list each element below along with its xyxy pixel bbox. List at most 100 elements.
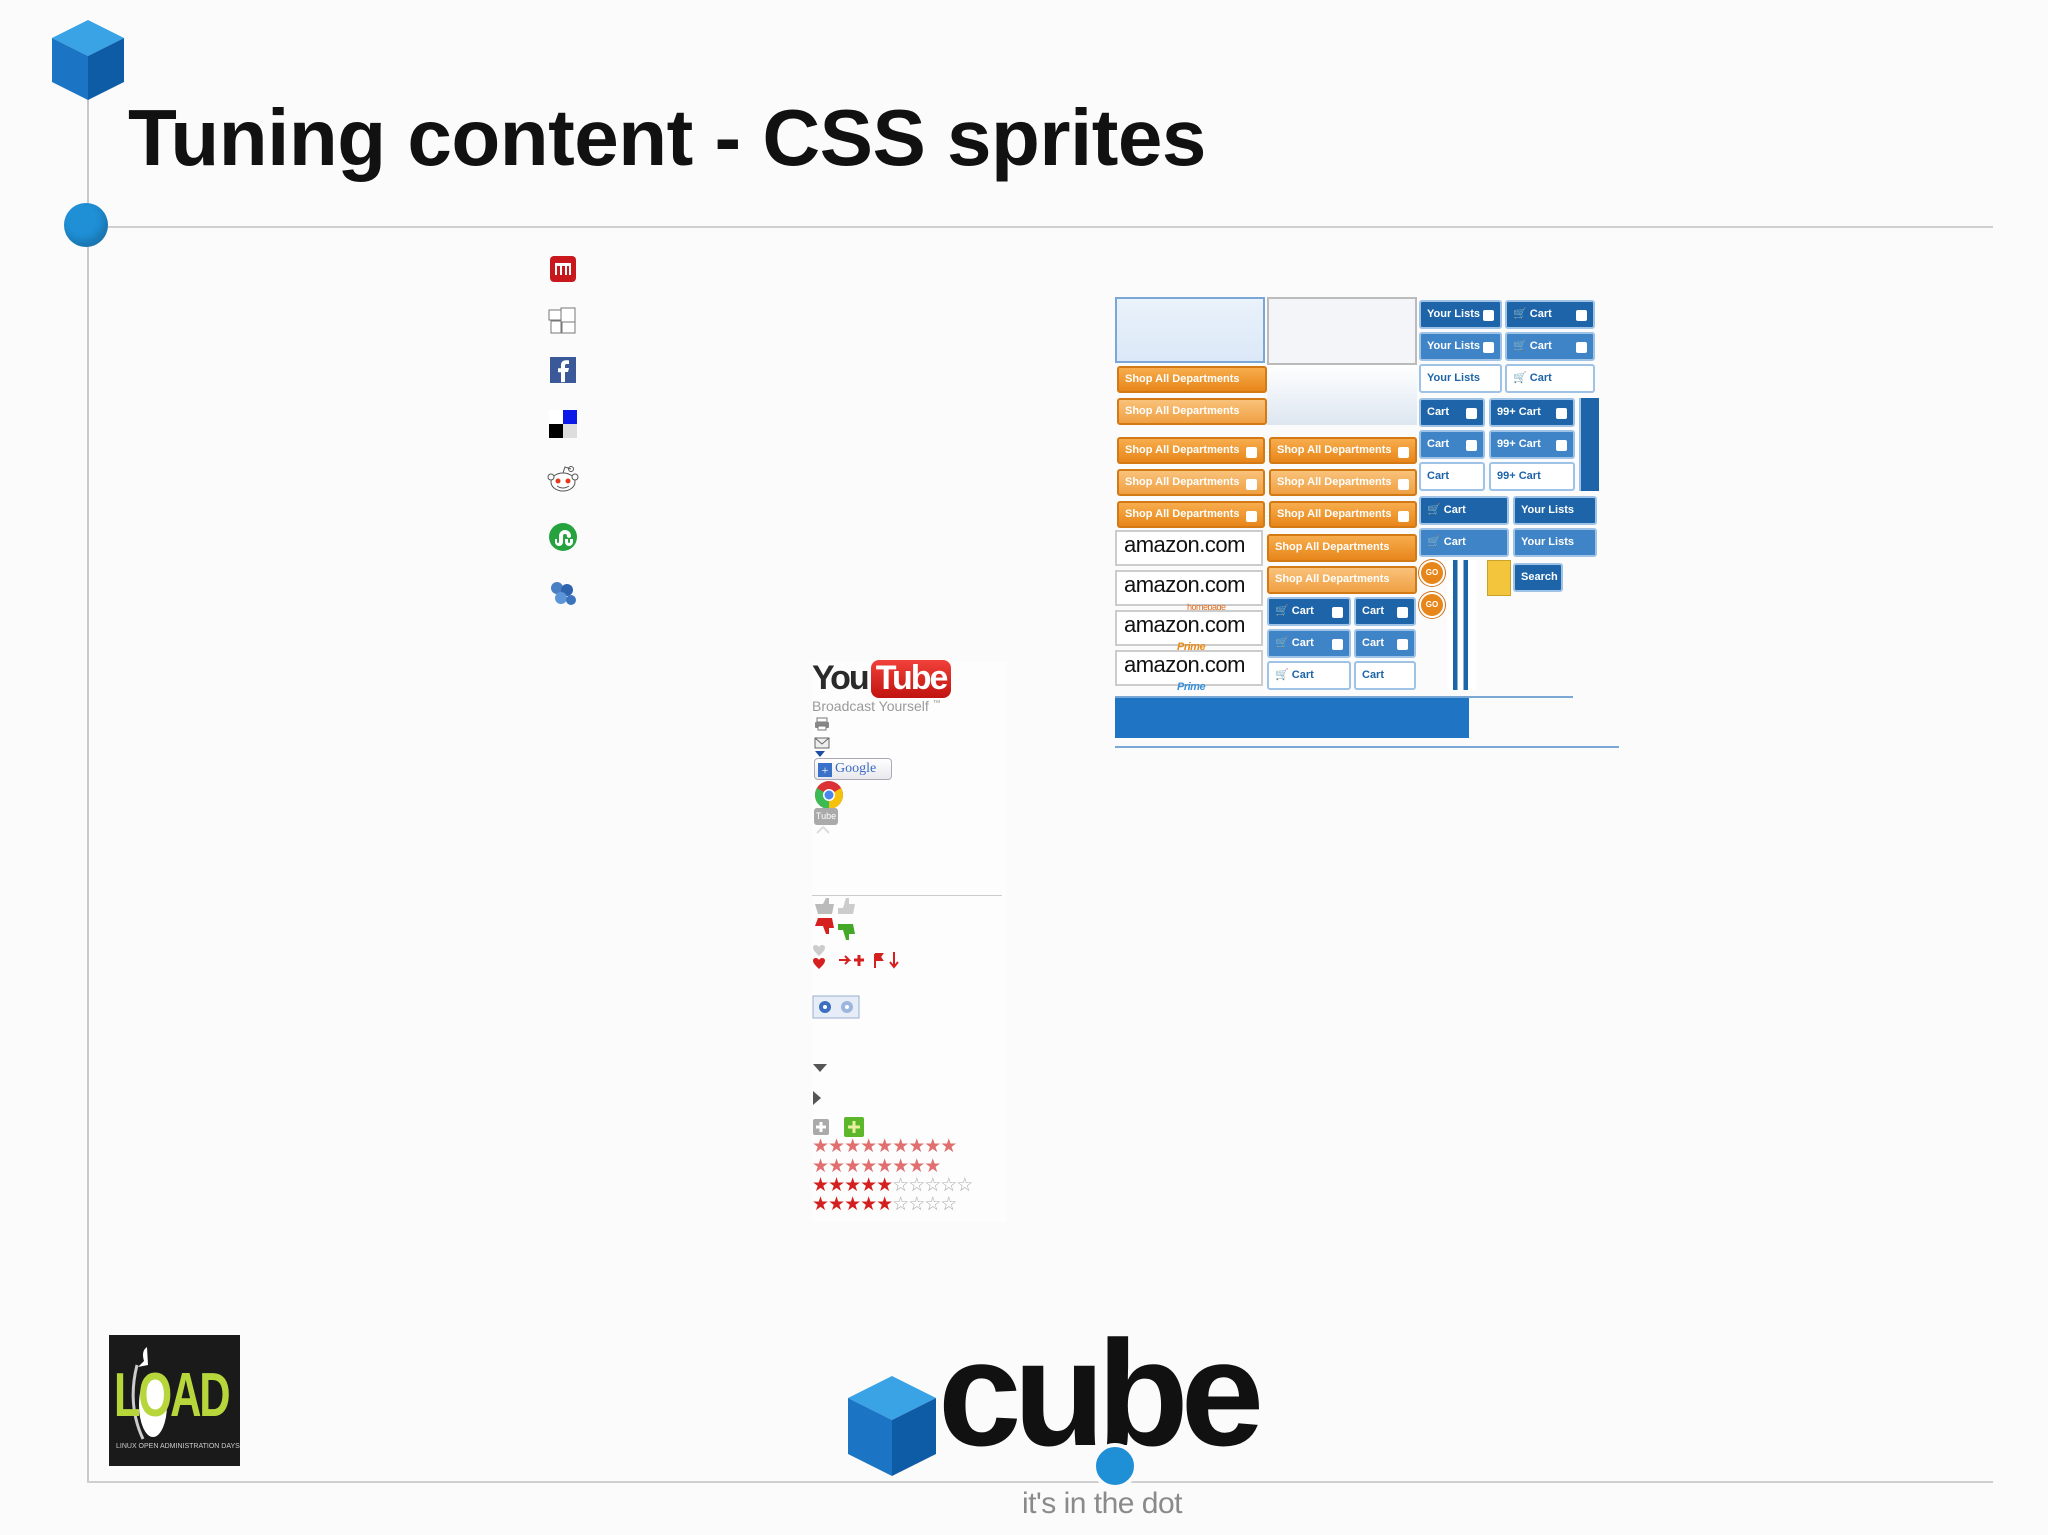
search-button[interactable]: Search — [1513, 563, 1563, 592]
shop-all-label: Shop All Departments — [1275, 573, 1390, 585]
tube-chip: Tube — [814, 808, 838, 825]
your-lists-button-active[interactable]: Your Lists — [1419, 364, 1502, 393]
cart-label: Cart — [1518, 406, 1541, 418]
load-logo-text: LOAD — [114, 1361, 231, 1430]
cart-small-9[interactable]: Cart — [1354, 661, 1416, 690]
yellow-sprite-chunk — [1487, 560, 1511, 596]
cart-badge-button-3[interactable]: 99+ Cart — [1489, 462, 1575, 491]
cart-count-badge: 99+ — [1497, 406, 1516, 418]
shop-all-departments-button[interactable]: Shop All Departments — [1117, 366, 1267, 393]
thumbs-icons — [815, 898, 855, 940]
stars-filled: ★★★★★ — [812, 1175, 893, 1196]
friends-icon — [548, 307, 576, 334]
shop-all-departments-button-2[interactable]: Shop All Departments — [1267, 534, 1417, 562]
cart-button-active[interactable]: 🛒 Cart — [1505, 364, 1595, 393]
your-lists-label: Your Lists — [1427, 308, 1480, 320]
your-lists-wide-2[interactable]: Your Lists — [1513, 528, 1597, 557]
plus-icon: + — [818, 763, 832, 777]
shop-all-label: Shop All Departments — [1275, 541, 1390, 553]
amazon-search-bars — [1267, 297, 1417, 365]
shop-all-departments-hover[interactable]: Shop All Departments — [1117, 398, 1267, 425]
shop-all-dropdown-1[interactable]: Shop All Departments — [1117, 437, 1265, 464]
cart-badge-button-2[interactable]: 99+ Cart — [1489, 430, 1575, 459]
cart-label: Cart — [1362, 669, 1385, 681]
go-button-2[interactable]: GO — [1419, 592, 1445, 618]
cart-wide-2[interactable]: 🛒 Cart — [1419, 528, 1509, 557]
amazon-rule — [1115, 696, 1573, 698]
your-lists-label: Your Lists — [1521, 504, 1574, 516]
shop-all-dropdown-6[interactable]: Shop All Departments — [1269, 501, 1417, 528]
stumbleupon-icon — [549, 523, 577, 551]
cart-small-7[interactable]: Cart — [1354, 597, 1416, 626]
settings-gear-icons — [812, 995, 860, 1019]
printer-icon — [815, 717, 829, 731]
cube-wordmark: cube — [938, 1309, 1264, 1477]
your-lists-label: Your Lists — [1427, 340, 1480, 352]
reddit-icon — [547, 466, 579, 492]
cart-small-3[interactable]: Cart — [1419, 462, 1485, 491]
your-lists-label: Your Lists — [1427, 372, 1480, 384]
myspace-icon — [550, 256, 576, 282]
cart-label: Cart — [1443, 536, 1466, 548]
slide-title: Tuning content - CSS sprites — [128, 93, 1206, 182]
triangle-down-icon — [813, 1064, 827, 1072]
cart-small-4[interactable]: 🛒 Cart — [1267, 597, 1351, 626]
cart-badge-button-1[interactable]: 99+ Cart — [1489, 398, 1575, 427]
shop-all-label: Shop All Departments — [1125, 444, 1240, 456]
shop-all-dropdown-3[interactable]: Shop All Departments — [1117, 501, 1265, 528]
facebook-icon — [550, 357, 576, 383]
your-lists-wide-1[interactable]: Your Lists — [1513, 496, 1597, 525]
cart-count-badge: 99+ — [1497, 438, 1516, 450]
rating-stars-faded: ★★★★★★★★★ — [812, 1136, 957, 1157]
shop-all-dropdown-5[interactable]: Shop All Departments — [1269, 469, 1417, 496]
cart-label: Cart — [1529, 308, 1552, 320]
your-lists-button-hover[interactable]: Your Lists — [1419, 332, 1502, 361]
cart-wide-1[interactable]: 🛒 Cart — [1419, 496, 1509, 525]
cart-label: Cart — [1291, 669, 1314, 681]
youtube-logo-you: You — [812, 659, 870, 697]
cart-label: Cart — [1291, 605, 1314, 617]
youtube-tagline: Broadcast Yourself ™ — [812, 698, 941, 714]
shop-all-departments-button-3[interactable]: Shop All Departments — [1267, 566, 1417, 594]
action-icons-row — [813, 945, 899, 969]
youtube-tagline-text: Broadcast Yourself — [812, 698, 929, 714]
sprite-strip-misc — [1447, 560, 1477, 690]
shop-all-dropdown-2[interactable]: Shop All Departments — [1117, 469, 1265, 496]
cart-small-2[interactable]: Cart — [1419, 430, 1485, 459]
meme-icon — [551, 582, 576, 605]
footer-rule — [87, 1481, 1993, 1483]
amazon-logo-1: amazon.com — [1115, 530, 1263, 566]
load-penguin-icon — [131, 1347, 167, 1440]
search-button-label: Search — [1521, 571, 1558, 583]
rating-stars-row-4: ★★★★★☆☆☆☆ — [812, 1194, 957, 1215]
cart-edge-strip — [1579, 398, 1599, 491]
cart-button[interactable]: 🛒 Cart — [1505, 300, 1595, 329]
shop-all-label: Shop All Departments — [1125, 508, 1240, 520]
cart-small-8[interactable]: Cart — [1354, 629, 1416, 658]
amazon-nav-tabs — [1115, 297, 1265, 363]
cart-label: Cart — [1427, 470, 1450, 482]
cart-button-hover[interactable]: 🛒 Cart — [1505, 332, 1595, 361]
shop-all-dropdown-4[interactable]: Shop All Departments — [1269, 437, 1417, 464]
youtube-logo-tube: Tube — [870, 660, 952, 698]
sprite-divider — [812, 895, 1002, 896]
go-button-1[interactable]: GO — [1419, 560, 1445, 586]
triangle-right-icon — [813, 1091, 821, 1105]
your-lists-button[interactable]: Your Lists — [1419, 300, 1502, 329]
trademark-mark: ™ — [932, 698, 941, 708]
stars-filled-2: ★★★★★ — [812, 1194, 893, 1215]
chevron-up-icon — [816, 826, 830, 834]
cart-small-5[interactable]: 🛒 Cart — [1267, 629, 1351, 658]
cube-brand-icon — [848, 1376, 936, 1476]
cart-label: Cart — [1518, 470, 1541, 482]
add-to-google-button[interactable]: +Google — [814, 758, 892, 780]
load-logo-subtitle: LINUX OPEN ADMINISTRATION DAYS — [116, 1443, 240, 1450]
cart-small-1[interactable]: Cart — [1419, 398, 1485, 427]
amazon-gradient-block — [1267, 365, 1417, 425]
shop-all-label: Shop All Departments — [1277, 444, 1392, 456]
cart-small-6[interactable]: 🛒 Cart — [1267, 661, 1351, 690]
